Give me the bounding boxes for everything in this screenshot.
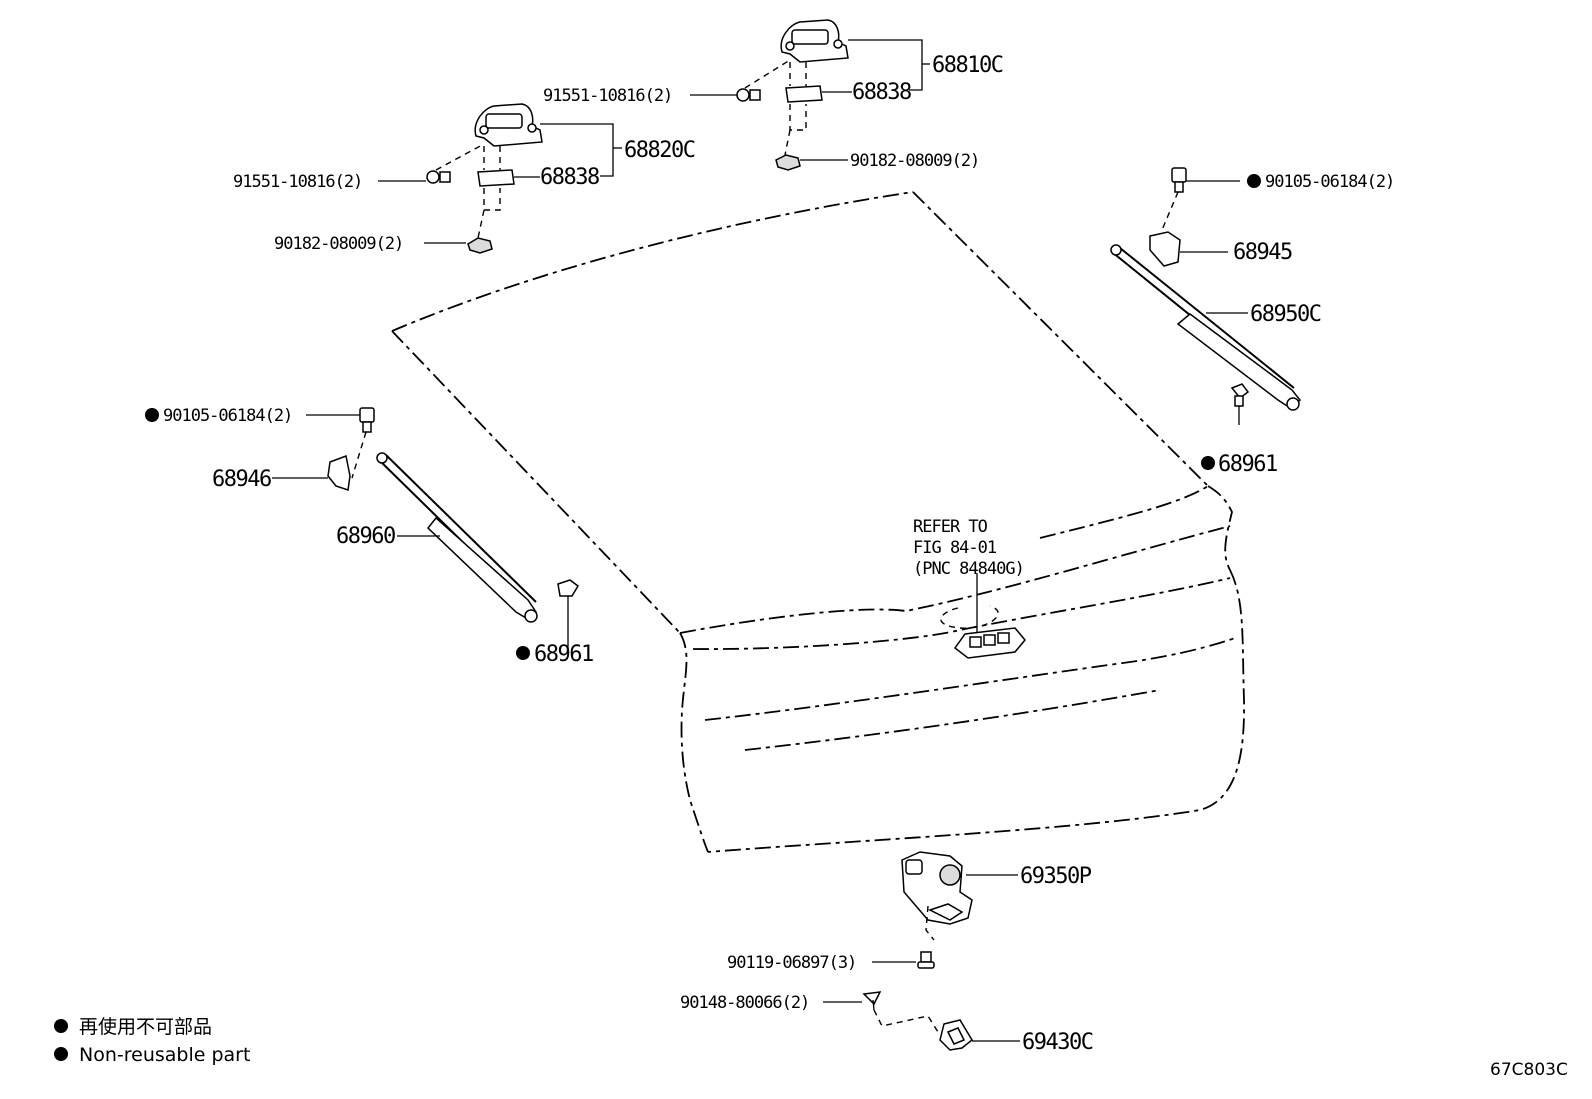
- back-door-panel: [391, 191, 1245, 853]
- latch-switch-part: [940, 573, 1026, 659]
- non-reusable-marker: [1201, 456, 1215, 470]
- label-hinge-right: 68810C: [932, 53, 1003, 78]
- hinge-left-part: [426, 103, 543, 254]
- label-ball-stud-left: 68961: [534, 642, 593, 667]
- label-bracket-left: 68946: [212, 467, 271, 492]
- figure-code: 67C803C: [1490, 1060, 1568, 1080]
- legend-bullet-icon: [54, 1047, 68, 1061]
- label-nut-right: 90182-08009(2): [850, 151, 979, 171]
- refer-line2: FIG 84-01: [913, 538, 997, 558]
- label-bolt-hinge-right: 91551-10816(2): [543, 86, 672, 106]
- label-hinge-left: 68820C: [624, 138, 695, 163]
- label-screw-lock: 90119-06897(3): [727, 953, 856, 973]
- label-spacer-right: 68838: [852, 80, 911, 105]
- label-stay-right: 68950C: [1250, 302, 1321, 327]
- label-ball-stud-right: 68961: [1218, 452, 1277, 477]
- label-spacer-left: 68838: [540, 165, 599, 190]
- legend-line1: 再使用不可部品: [79, 1016, 212, 1038]
- label-bolt-hinge-left: 91551-10816(2): [233, 172, 362, 192]
- stay-right-part: [1110, 167, 1302, 425]
- stay-left-leaders: [272, 414, 440, 537]
- hinge-left-leaders: [378, 123, 622, 244]
- lock-leaders: [872, 874, 1018, 963]
- striker-leaders: [823, 1001, 1020, 1042]
- label-bracket-right: 68945: [1233, 240, 1292, 265]
- label-screw-striker: 90148-80066(2): [680, 993, 809, 1013]
- non-reusable-marker: [1247, 174, 1261, 188]
- stay-right-leaders: [1180, 180, 1248, 314]
- lock-part: [901, 851, 973, 969]
- refer-note: REFER TO FIG 84-01 (PNC 84840G): [913, 517, 1025, 579]
- striker-part: [862, 991, 973, 1051]
- stay-left-part: [327, 407, 579, 650]
- label-striker: 69430C: [1022, 1030, 1093, 1055]
- hinge-right-part: [736, 19, 849, 171]
- legend-line2: Non-reusable part: [79, 1044, 250, 1066]
- label-nut-left: 90182-08009(2): [274, 234, 403, 254]
- hinge-right-leaders: [690, 39, 930, 161]
- refer-line1: REFER TO: [913, 517, 988, 537]
- label-bolt-stay-left: 90105-06184(2): [163, 406, 292, 426]
- legend-bullet-icon: [54, 1019, 68, 1033]
- legend: 再使用不可部品 Non-reusable part: [54, 1016, 250, 1066]
- refer-line3: (PNC 84840G): [913, 559, 1024, 579]
- label-lock: 69350P: [1020, 864, 1092, 889]
- label-bolt-stay-right: 90105-06184(2): [1265, 172, 1394, 192]
- label-stay-left: 68960: [336, 524, 395, 549]
- non-reusable-marker: [145, 408, 159, 422]
- non-reusable-marker: [516, 646, 530, 660]
